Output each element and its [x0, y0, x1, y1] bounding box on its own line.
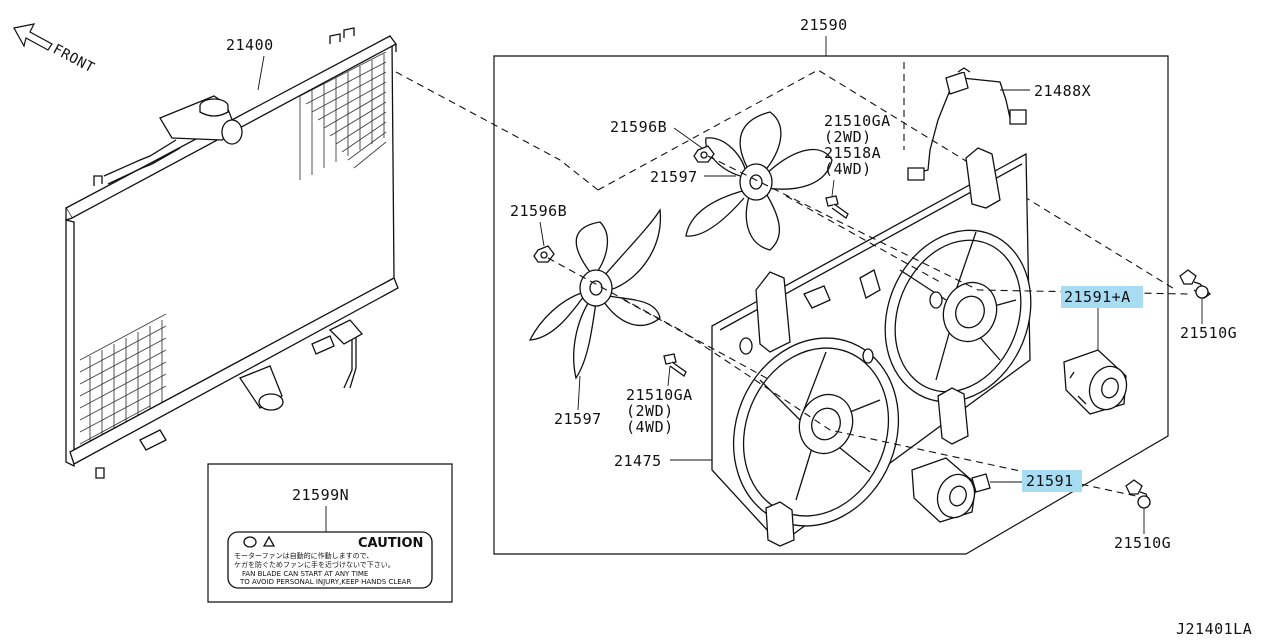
label-fan-shroud-assembly: 21590	[800, 16, 848, 34]
label-nut-lower: 21596B	[510, 202, 567, 220]
bolt-right-upper	[1179, 269, 1212, 299]
fan-blade-lower	[528, 208, 662, 380]
label-bolt-right-lower: 21510G	[1114, 534, 1171, 552]
wiring-harness	[907, 67, 1027, 181]
label-fan-lower: 21597	[554, 410, 602, 428]
label-bolt-lower: 21510GA	[626, 386, 693, 404]
label-shroud: 21475	[614, 452, 662, 470]
label-caution-label-part: 21599N	[292, 486, 349, 504]
front-label: FRONT	[50, 41, 97, 76]
label-fan-upper: 21597	[650, 168, 698, 186]
front-arrow-icon	[13, 23, 53, 51]
caution-sticker: CAUTION モーターファンは自動的に作動しますので、 ケガを防ぐためファンに…	[227, 531, 433, 589]
radiator-core-hatch	[79, 51, 387, 446]
front-direction-indicator: FRONT	[13, 23, 97, 77]
caution-jp-line-2: ケガを防ぐためファンに手を近づけないで下さい。	[234, 560, 395, 569]
label-motor-right: 21591+A	[1064, 288, 1131, 306]
fan-motor-left	[911, 457, 991, 523]
label-harness: 21488X	[1034, 82, 1091, 100]
label-bolt-upper-a: 21510GA	[824, 112, 891, 130]
label-bolt-lower-note-1: (2WD)	[626, 402, 674, 420]
fan-motor-right	[1063, 349, 1128, 415]
label-bolt-upper-a-note: (2WD)	[824, 128, 872, 146]
fan-assembly-boundary	[493, 55, 1169, 555]
label-bolt-upper-b-note: (4WD)	[824, 160, 872, 178]
diagram-code: J21401LA	[1176, 620, 1252, 638]
bolt-lower	[663, 353, 687, 377]
nut-upper	[693, 145, 715, 163]
label-bolt-lower-note-2: (4WD)	[626, 418, 674, 436]
caution-jp-line-1: モーターファンは自動的に作動しますので、	[234, 551, 373, 560]
label-motor-left: 21591	[1026, 472, 1074, 490]
fan-blade-upper	[685, 111, 833, 251]
fan-shroud	[711, 147, 1032, 547]
caution-en-line-2: TO AVOID PERSONAL INJURY,KEEP HANDS CLEA…	[239, 578, 411, 586]
highlight-motor-right	[1061, 286, 1143, 308]
radiator	[65, 27, 399, 479]
highlight-motor-left	[1022, 470, 1082, 492]
label-radiator: 21400	[226, 36, 274, 54]
bolt-upper	[825, 195, 849, 219]
fan-warning-icon	[243, 536, 257, 548]
bolt-right-lower	[1125, 479, 1151, 509]
label-bolt-right-upper: 21510G	[1180, 324, 1237, 342]
label-bolt-upper-b: 21518A	[824, 144, 881, 162]
caution-label-boundary	[207, 463, 453, 603]
warning-triangle-icon	[262, 535, 276, 547]
label-nut-upper: 21596B	[610, 118, 667, 136]
caution-title: CAUTION	[358, 536, 423, 551]
caution-en-line-1: FAN BLADE CAN START AT ANY TIME	[242, 570, 368, 578]
